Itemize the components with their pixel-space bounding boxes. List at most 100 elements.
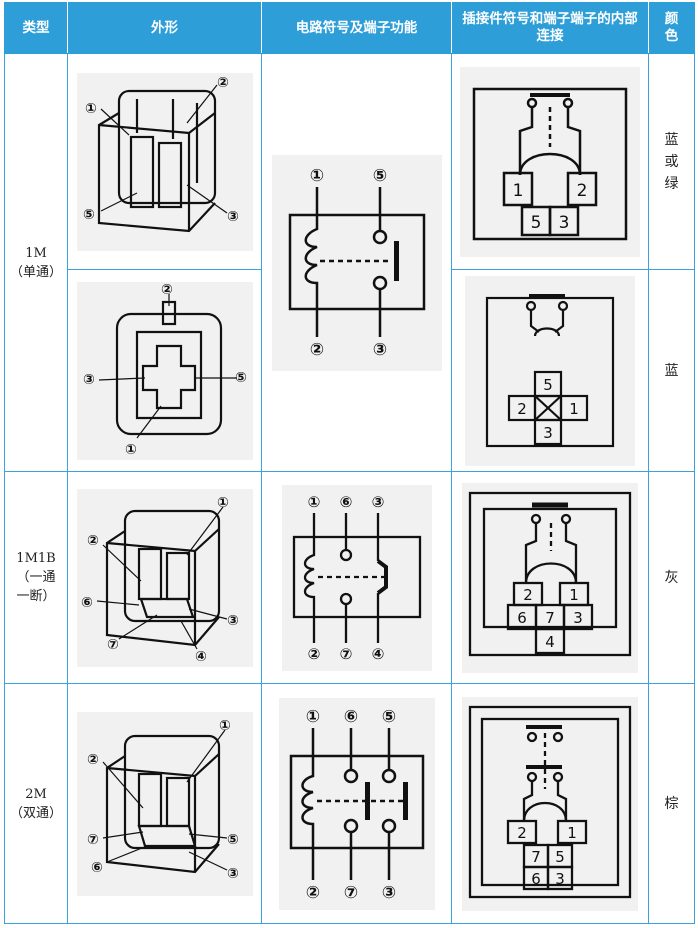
pin-label: ②: [87, 533, 99, 549]
pin-label: ③: [227, 613, 239, 629]
circuit-cell: ① ⑤ ② ③: [261, 53, 452, 472]
pin-label: ①: [305, 707, 319, 727]
connector-pin: 5: [531, 213, 542, 233]
header-shape: 外形: [67, 2, 262, 54]
connector-pin: 6: [531, 870, 541, 888]
pin-label: ②: [307, 645, 320, 663]
relay-shape-image: ① ② ⑤ ③: [76, 72, 253, 251]
connector-cell: 2 1 7 5 6 3: [451, 683, 649, 924]
color-cell: 蓝: [648, 269, 695, 472]
header-color: 颜色: [648, 2, 695, 54]
type-label: 2M: [25, 786, 47, 802]
pin-label: ⑤: [83, 207, 95, 223]
pin-label: ④: [371, 645, 384, 663]
color-label: 蓝或绿: [664, 131, 679, 192]
connector-pin: 3: [559, 213, 570, 233]
table-row: 2M （双通） ② ① ⑦: [4, 683, 695, 924]
connector-pin: 2: [577, 181, 588, 201]
type-sub: （单通）: [9, 264, 62, 280]
connector-pin: 6: [517, 609, 527, 627]
connector-pin: 1: [513, 181, 524, 201]
pin-label: ①: [217, 495, 229, 511]
color-label: 蓝: [664, 362, 679, 379]
circuit-symbol: ① ⑥ ③ ② ⑦ ④: [281, 484, 432, 671]
shape-cell: ② ① ⑦ ⑤ ⑥ ③: [67, 683, 262, 924]
relay-shape-image: ② ③ ⑤ ①: [76, 281, 253, 460]
pin-label: ①: [307, 493, 320, 511]
connector-pin: 1: [569, 586, 579, 604]
connector-pin: 2: [517, 824, 527, 842]
pin-label: ③: [83, 372, 95, 388]
circuit-symbol: ① ⑤ ② ③: [271, 154, 442, 371]
type-cell: 2M （双通）: [4, 683, 68, 924]
color-cell: 蓝或绿: [648, 53, 695, 270]
pin-label: ⑥: [81, 595, 93, 611]
connector-diagram: 2 1 7 5 6 3: [462, 696, 638, 911]
connector-pin: 3: [555, 870, 565, 888]
pin-label: ①: [309, 166, 323, 186]
connector-pin: 7: [531, 848, 541, 866]
shape-cell: ① ② ⑤ ③: [67, 53, 262, 270]
connector-diagram: 1 2 5 3: [460, 66, 640, 257]
relay-table: 类型 外形 电路符号及端子功能 插接件符号和端子端子的内部连接 颜色 1M （单…: [4, 2, 695, 926]
pin-label: ②: [217, 75, 229, 91]
table-row: 1M （单通） ①: [4, 53, 695, 472]
pin-label: ⑤: [372, 166, 386, 186]
connector-cell: 1 2 5 3: [451, 53, 649, 270]
pin-label: ①: [85, 101, 97, 117]
connector-pin: 1: [567, 824, 577, 842]
connector-pin: 3: [573, 609, 583, 627]
pin-label: ②: [309, 340, 323, 360]
header-circuit: 电路符号及端子功能: [261, 2, 452, 54]
pin-label: ⑤: [227, 832, 239, 848]
connector-diagram: 2 1 6 7 3 4: [462, 482, 638, 673]
connector-pin: 4: [545, 633, 555, 651]
pin-label: ②: [305, 883, 319, 903]
circuit-cell: ① ⑥ ③ ② ⑦ ④: [261, 471, 452, 684]
pin-label: ②: [161, 282, 173, 298]
pin-label: ⑤: [381, 707, 395, 727]
pin-label: ⑦: [87, 832, 99, 848]
connector-cell: 2 1 6 7 3 4: [451, 471, 649, 684]
header-row: 类型 外形 电路符号及端子功能 插接件符号和端子端子的内部连接 颜色: [4, 2, 695, 54]
pin-label: ⑤: [235, 370, 247, 386]
connector-pin: 2: [517, 400, 527, 418]
pin-label: ①: [125, 442, 137, 458]
shape-cell: ② ③ ⑤ ①: [67, 269, 262, 472]
connector-pin: 1: [569, 400, 579, 418]
header-type: 类型: [4, 2, 68, 54]
header-connector: 插接件符号和端子端子的内部连接: [451, 2, 649, 54]
pin-label: ⑥: [91, 860, 103, 876]
color-label: 灰: [664, 569, 679, 586]
pin-label: ③: [372, 340, 386, 360]
circuit-symbol: ① ⑥ ⑤ ② ⑦ ③: [278, 697, 435, 910]
pin-label: ②: [87, 752, 99, 768]
relay-shape-image: ② ① ⑥ ③ ⑦ ④: [76, 488, 253, 667]
pin-label: ⑥: [339, 493, 352, 511]
pin-label: ③: [371, 493, 384, 511]
connector-pin: 2: [523, 586, 533, 604]
circuit-cell: ① ⑥ ⑤ ② ⑦ ③: [261, 683, 452, 924]
pin-label: ⑦: [343, 883, 357, 903]
pin-label: ⑦: [339, 645, 352, 663]
type-cell: 1M （单通）: [4, 53, 68, 472]
connector-pin: 3: [543, 424, 553, 442]
table-row: 1M1B （一通一断） ② ① ⑥: [4, 471, 695, 684]
connector-pin: 7: [545, 609, 555, 627]
connector-pin: 5: [555, 848, 565, 866]
pin-label: ⑥: [343, 707, 357, 727]
pin-label: ①: [219, 718, 231, 734]
connector-pin: 5: [543, 376, 553, 394]
shape-cell: ② ① ⑥ ③ ⑦ ④: [67, 471, 262, 684]
type-cell: 1M1B （一通一断）: [4, 471, 68, 684]
type-label: 1M1B: [16, 551, 56, 566]
pin-label: ④: [195, 649, 207, 665]
type-sub: （一通一断）: [16, 570, 56, 604]
pin-label: ③: [227, 866, 239, 882]
relay-shape-image: ② ① ⑦ ⑤ ⑥ ③: [76, 711, 253, 896]
pin-label: ③: [381, 883, 395, 903]
type-label: 1M: [25, 245, 47, 261]
connector-diagram: 5 2 1 3: [465, 275, 635, 466]
pin-label: ⑦: [107, 637, 119, 653]
pin-label: ③: [227, 209, 239, 225]
